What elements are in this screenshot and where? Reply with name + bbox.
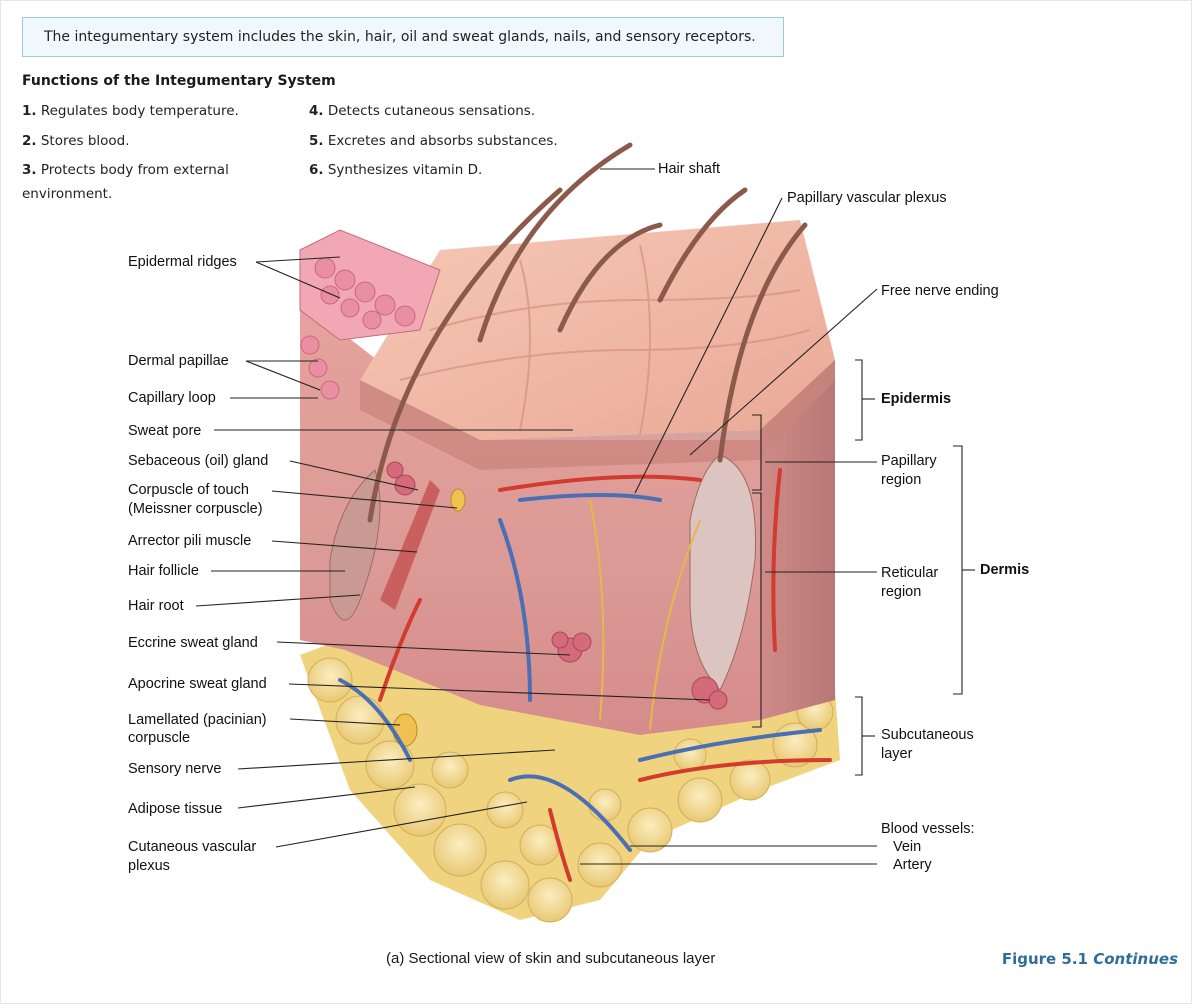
label-adipose-tissue: Adipose tissue (128, 801, 223, 817)
hair-follicles (329, 454, 757, 691)
function-num: 4. (309, 103, 324, 119)
figure-caption: (a) Sectional view of skin and subcutane… (386, 950, 716, 967)
label-blood-vessels: Blood vessels: (881, 821, 975, 837)
label-apocrine-sweat-gland: Apocrine sweat gland (128, 676, 267, 692)
label-papillary-vascular-plexus: Papillary vascular plexus (787, 190, 947, 206)
label-sweat-pore: Sweat pore (128, 423, 202, 439)
function-text: Excretes and absorbs substances. (327, 133, 558, 149)
label-hair-follicle: Hair follicle (128, 563, 199, 579)
label-meissner-corpuscle: (Meissner corpuscle) (128, 501, 263, 517)
figure-number: Figure 5.1 (1001, 950, 1088, 968)
sweat-glands (386, 461, 728, 710)
label-papillary-region-2: region (881, 472, 922, 488)
intro-box: The integumentary system includes the sk… (22, 17, 784, 57)
label-artery: Artery (893, 857, 932, 873)
label-reticular-region: Reticular (881, 565, 939, 581)
function-item-3: 3. Protects body from external environme… (22, 158, 272, 206)
nerves (589, 499, 701, 731)
label-hair-shaft: Hair shaft (658, 161, 721, 177)
figure-continues: Continues (1093, 950, 1178, 968)
label-sebaceous-gland: Sebaceous (oil) gland (128, 453, 269, 469)
label-lamellated: Lamellated (pacinian) (128, 712, 267, 728)
function-item-2: 2. Stores blood. (22, 129, 130, 153)
function-text: Stores blood. (40, 133, 130, 149)
function-text: Regulates body temperature. (40, 103, 239, 119)
arrector-muscle (380, 480, 440, 610)
function-item-1: 1. Regulates body temperature. (22, 99, 239, 123)
label-epidermal-ridges: Epidermal ridges (128, 254, 237, 270)
label-subcutaneous: Subcutaneous (881, 727, 974, 743)
epidermis-band (360, 360, 835, 470)
function-num: 2. (22, 133, 37, 149)
label-capillary-loop: Capillary loop (128, 390, 216, 406)
function-text: Protects body from external environment. (22, 162, 229, 202)
veins (338, 493, 822, 852)
label-hair-root: Hair root (128, 598, 184, 614)
function-item-6: 6. Synthesizes vitamin D. (309, 158, 482, 182)
function-text: Synthesizes vitamin D. (327, 162, 483, 178)
function-num: 6. (309, 162, 324, 178)
label-cutaneous-vascular: Cutaneous vascular (128, 839, 257, 855)
label-epidermis: Epidermis (881, 391, 952, 407)
label-lamellated-corpuscle: corpuscle (128, 730, 191, 746)
function-item-5: 5. Excretes and absorbs substances. (309, 129, 558, 153)
label-eccrine-sweat-gland: Eccrine sweat gland (128, 635, 258, 651)
leader-lines (195, 168, 975, 865)
figure-reference: Figure 5.1 Continues (1002, 950, 1178, 968)
label-free-nerve-ending: Free nerve ending (881, 283, 999, 299)
label-dermal-papillae: Dermal papillae (128, 353, 229, 369)
label-dermis: Dermis (980, 562, 1030, 578)
label-papillary-region: Papillary (881, 453, 937, 469)
label-arrector-pili: Arrector pili muscle (128, 533, 252, 549)
hair-shafts (367, 142, 808, 523)
label-sensory-nerve: Sensory nerve (128, 761, 222, 777)
label-subcutaneous-layer: layer (881, 746, 913, 762)
label-vein: Vein (893, 839, 922, 855)
function-num: 3. (22, 162, 37, 178)
function-num: 1. (22, 103, 37, 119)
label-cutaneous-plexus: plexus (128, 858, 170, 874)
label-reticular-region-2: region (881, 584, 922, 600)
functions-heading: Functions of the Integumentary System (22, 73, 336, 89)
function-num: 5. (309, 133, 324, 149)
label-corpuscle-of-touch: Corpuscle of touch (128, 482, 249, 498)
function-text: Detects cutaneous sensations. (327, 103, 536, 119)
function-item-4: 4. Detects cutaneous sensations. (309, 99, 535, 123)
